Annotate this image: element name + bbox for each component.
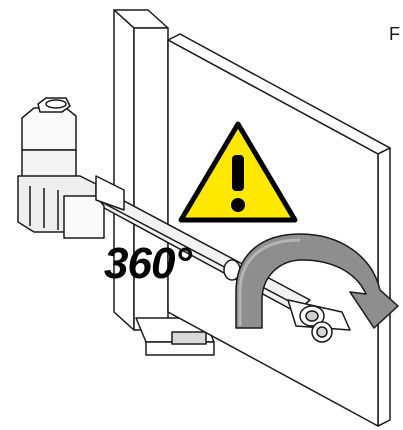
curved-arrow-icon xyxy=(235,233,399,329)
figure-corner-label: F xyxy=(389,24,400,44)
shaft-clamp xyxy=(287,299,351,343)
motor xyxy=(17,97,125,239)
rotation-angle-label: 360° xyxy=(104,239,192,288)
mounting-plate xyxy=(167,33,391,427)
base-bracket xyxy=(135,317,215,356)
warning-triangle-icon xyxy=(178,121,298,223)
